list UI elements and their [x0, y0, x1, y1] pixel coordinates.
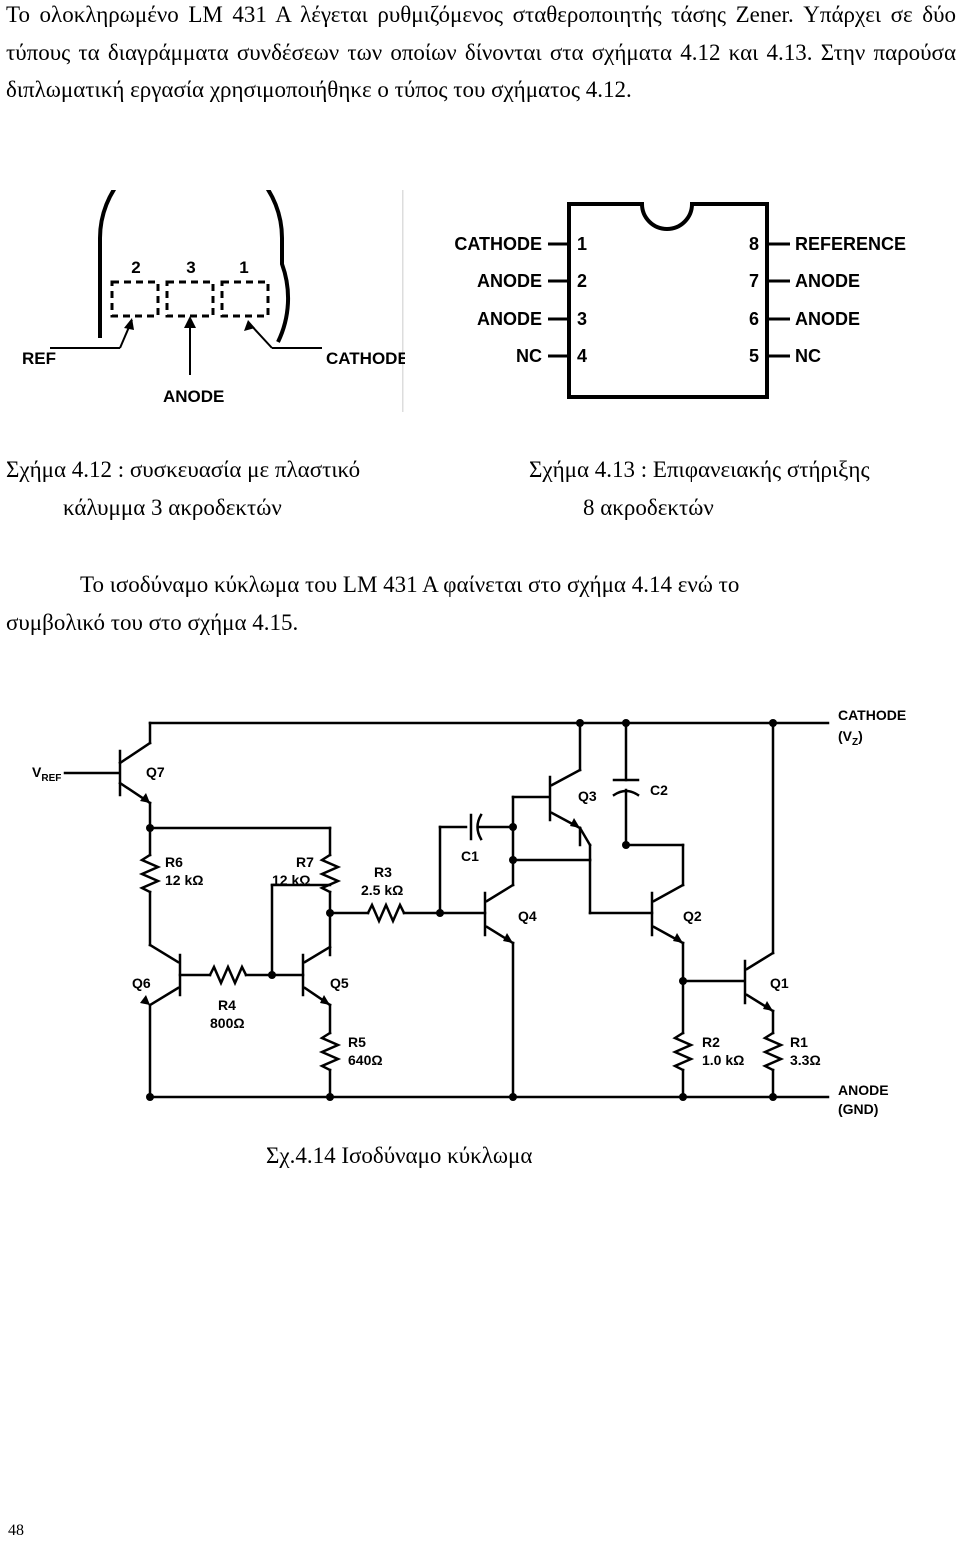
pin6-label: ANODE: [795, 309, 860, 329]
r4-value: 800Ω: [210, 1015, 245, 1031]
r5-label: R5: [348, 1034, 366, 1050]
anode-terminal-label: ANODE: [838, 1082, 889, 1098]
q2-label: Q2: [683, 908, 702, 924]
cathode-terminal-label: CATHODE: [838, 707, 906, 723]
ref-label: REF: [22, 349, 56, 368]
pin4-label: NC: [516, 346, 542, 366]
pin5-number: 5: [749, 346, 759, 366]
anode-label: ANODE: [163, 387, 224, 406]
figure-4-12-to92-package: 2 3 1 REF ANODE CATHODE: [22, 190, 405, 412]
pin3-label: ANODE: [477, 309, 542, 329]
pin6-number: 6: [749, 309, 759, 329]
r3-label: R3: [374, 864, 392, 880]
r6-label: R6: [165, 854, 183, 870]
q7-label: Q7: [146, 764, 165, 780]
pin2-number: 2: [577, 271, 587, 291]
r7-value: 12 kΩ: [272, 872, 310, 888]
pin1-label: CATHODE: [454, 234, 542, 254]
c1-label: C1: [461, 848, 479, 864]
cathode-label: CATHODE: [326, 349, 405, 368]
r1-label: R1: [790, 1034, 808, 1050]
pin8-label: REFERENCE: [795, 234, 906, 254]
pin4-number: 4: [577, 346, 587, 366]
intro-paragraph: Το ολοκληρωμένο LM 431 A λέγεται ρυθμιζό…: [6, 2, 956, 102]
r2-label: R2: [702, 1034, 720, 1050]
pin-number: 2: [131, 258, 140, 277]
q5-label: Q5: [330, 975, 349, 991]
pin8-number: 8: [749, 234, 759, 254]
paragraph2-line2: συμβολικό του στο σχήμα 4.15.: [6, 610, 299, 635]
pin-number: 3: [186, 258, 195, 277]
q1-label: Q1: [770, 975, 789, 991]
pin5-label: NC: [795, 346, 821, 366]
pin7-label: ANODE: [795, 271, 860, 291]
c2-label: C2: [650, 782, 668, 798]
paragraph2-line1: Το ισοδύναμο κύκλωμα του LM 431 A φαίνετ…: [80, 572, 740, 597]
q4-label: Q4: [518, 908, 537, 924]
vref-label: VREF: [32, 764, 61, 784]
r6-value: 12 kΩ: [165, 872, 203, 888]
r1-value: 3.3Ω: [790, 1052, 821, 1068]
r4-label: R4: [218, 997, 236, 1013]
r2-value: 1.0 kΩ: [702, 1052, 744, 1068]
figure-4-12-caption-line1: Σχήμα 4.12 : συσκευασία με πλαστικό: [6, 457, 361, 482]
pin2-label: ANODE: [477, 271, 542, 291]
figure-4-14-caption: Σχ.4.14 Ισοδύναμο κύκλωμα: [266, 1143, 533, 1168]
figure-4-13-caption-line2: 8 ακροδεκτών: [583, 495, 714, 520]
figure-4-13-so8-package: CATHODE ANODE ANODE NC 1 2 3 4 8 7 6 5 R…: [454, 202, 906, 399]
r3-value: 2.5 kΩ: [361, 882, 403, 898]
vz-label: (VZ): [838, 728, 863, 748]
page-number: 48: [8, 1522, 24, 1539]
pin1-number: 1: [577, 234, 587, 254]
figure-4-14-equivalent-circuit: VREF Q7 R6 12 kΩ R7 12 kΩ R3 2.5 kΩ C1 Q…: [32, 707, 906, 1117]
q3-label: Q3: [578, 788, 597, 804]
gnd-label: (GND): [838, 1101, 878, 1117]
figure-4-12-caption-line2: κάλυμμα 3 ακροδεκτών: [63, 495, 282, 520]
r7-label: R7: [296, 854, 314, 870]
pin7-number: 7: [749, 271, 759, 291]
figure-4-13-caption-line1: Σχήμα 4.13 : Επιφανειακής στήριξης: [529, 457, 870, 482]
r5-value: 640Ω: [348, 1052, 383, 1068]
pin3-number: 3: [577, 309, 587, 329]
pin-number: 1: [239, 258, 248, 277]
q6-label: Q6: [132, 975, 151, 991]
